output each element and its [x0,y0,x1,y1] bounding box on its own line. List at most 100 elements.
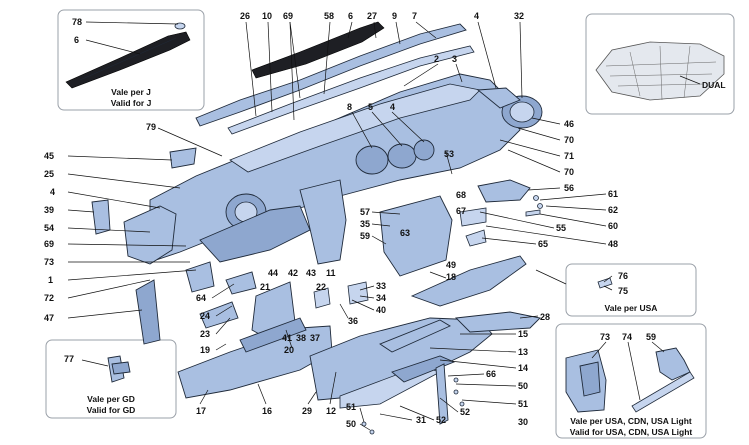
inset-j-caption-it: Vale per J [111,87,151,97]
callout-8: 8 [347,102,352,112]
callout-28: 28 [540,312,550,322]
callout-52: 52 [460,407,470,417]
inset-usa-cdn-caption-en: Valid for USA, CDN, USA Light [570,427,693,437]
callout-20: 20 [284,345,294,355]
callout-18: 18 [446,272,456,282]
inset-gd: Vale per GD Valid for GD [45,339,177,419]
callout-5: 5 [368,102,373,112]
callout-6: 6 [74,35,79,45]
inset-dual: DUAL [585,13,735,115]
callout-46: 46 [564,119,574,129]
callout-33: 33 [376,281,386,291]
callout-73: 73 [600,332,610,342]
callout-53: 53 [444,149,454,159]
callout-2: 2 [434,54,439,64]
inset-j-caption-en: Valid for J [111,98,152,108]
callout-74: 74 [622,332,632,342]
callout-22: 22 [316,282,326,292]
callout-58: 58 [324,11,334,21]
callout-7: 7 [412,11,417,21]
callout-51: 51 [346,402,356,412]
callout-23: 23 [200,329,210,339]
callout-48: 48 [608,239,618,249]
callout-4: 4 [474,11,479,21]
callout-60: 60 [608,221,618,231]
callout-38: 38 [296,333,306,343]
callout-44: 44 [268,268,278,278]
callout-68: 68 [456,190,466,200]
inset-gd-caption-it: Vale per GD [87,394,135,404]
inset-j-clip-part [174,22,186,30]
callout-12: 12 [326,406,336,416]
callout-56: 56 [564,183,574,193]
callout-73: 73 [44,257,54,267]
inset-usa-cdn: Vale per USA, CDN, USA Light Valid for U… [555,323,707,439]
callout-16: 16 [262,406,272,416]
callout-59: 59 [646,332,656,342]
inset-usa-caption: Vale per USA [605,303,658,313]
callout-15: 15 [518,329,528,339]
callout-9: 9 [392,11,397,21]
callout-64: 64 [196,293,206,303]
callout-30: 30 [518,417,528,427]
callout-4: 4 [390,102,395,112]
callout-34: 34 [376,293,386,303]
callout-49: 49 [446,260,456,270]
callout-29: 29 [302,406,312,416]
callout-50: 50 [346,419,356,429]
callout-69: 69 [283,11,293,21]
inset-j-cover-part [65,31,191,89]
callout-35: 35 [360,219,370,229]
glovebox-trim [410,255,527,307]
cluster-dial-left [355,145,389,175]
inset-usa: Vale per USA [565,263,697,317]
callout-6: 6 [348,11,353,21]
callout-1: 1 [48,275,53,285]
callout-11: 11 [326,268,336,278]
callout-71: 71 [564,151,574,161]
callout-78: 78 [72,17,82,27]
callout-75: 75 [618,286,628,296]
callout-3: 3 [452,54,457,64]
callout-50: 50 [518,381,528,391]
callout-14: 14 [518,363,528,373]
callout-27: 27 [367,11,377,21]
callout-52: 52 [436,415,446,425]
callout-42: 42 [288,268,298,278]
callout-55: 55 [556,223,566,233]
callout-76: 76 [618,271,628,281]
callout-36: 36 [348,316,358,326]
callout-41: 41 [282,333,292,343]
callout-69: 69 [44,239,54,249]
callout-labels: 78 6 26 10 69 58 6 27 9 7 4 32 2 3 8 5 4… [44,11,656,429]
callout-57: 57 [360,207,370,217]
callout-37: 37 [310,333,320,343]
callout-62: 62 [608,205,618,215]
inset-leaders [81,275,665,401]
callout-61: 61 [608,189,618,199]
callout-66: 66 [486,369,496,379]
callout-59: 59 [360,231,370,241]
callout-47: 47 [44,313,54,323]
callout-63: 63 [400,228,410,238]
inset-japan: Vale per J Valid for J [57,9,205,111]
callout-43: 43 [306,268,316,278]
callout-77: 77 [64,354,74,364]
inset-dual-caption: DUAL [702,80,726,90]
callout-19: 19 [200,345,210,355]
callout-26: 26 [240,11,250,21]
callout-13: 13 [518,347,528,357]
callout-17: 17 [196,406,206,416]
callout-10: 10 [262,11,272,21]
callout-4: 4 [50,187,55,197]
callout-65: 65 [538,239,548,249]
inset-usa-cdn-caption-it: Vale per USA, CDN, USA Light [570,416,692,426]
callout-67: 67 [456,206,466,216]
callout-39: 39 [44,205,54,215]
upper-cover-dark [251,21,385,79]
left-side-trim [135,279,161,345]
callout-70: 70 [564,135,574,145]
callout-31: 31 [416,415,426,425]
callout-32: 32 [514,11,524,21]
